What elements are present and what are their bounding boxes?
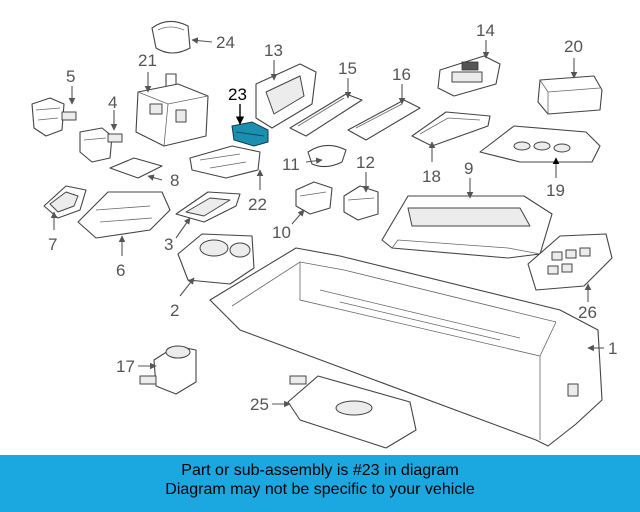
label-12: 12: [356, 153, 375, 172]
label-6: 6: [116, 261, 125, 280]
label-17: 17: [116, 357, 135, 376]
part-26: [527, 233, 613, 291]
part-5: [31, 97, 77, 137]
part-24-shift-knob: [151, 20, 191, 54]
part-9: [381, 195, 553, 259]
part-1-console-body: [209, 247, 603, 447]
part-14: [437, 55, 501, 97]
part-22: [189, 145, 261, 179]
part-25: [287, 375, 417, 449]
part-4: [79, 127, 123, 163]
info-banner: Part or sub-assembly is #23 in diagram D…: [0, 455, 640, 512]
banner-line-2: Diagram may not be specific to your vehi…: [165, 481, 475, 498]
part-6: [77, 191, 171, 239]
banner-line-1: Part or sub-assembly is #23 in diagram: [181, 462, 459, 479]
label-15: 15: [338, 59, 357, 78]
label-20: 20: [564, 37, 583, 56]
part-18: [411, 111, 491, 147]
part-23-highlighted: [231, 121, 269, 147]
part-21-shifter-assembly: [135, 73, 209, 147]
part-20: [537, 75, 603, 115]
label-23-highlighted: 23: [228, 85, 247, 104]
part-15: [289, 93, 363, 137]
leader-lines: [50, 37, 604, 408]
label-11: 11: [282, 155, 300, 174]
callout-labels: 24 21 5 4 13 15 16 14 20 18 19 23 22 11 …: [48, 21, 617, 414]
part-3: [175, 191, 241, 223]
label-8: 8: [170, 171, 179, 190]
part-19: [479, 125, 601, 163]
label-3: 3: [164, 235, 173, 254]
part-16: [347, 99, 421, 141]
label-10: 10: [272, 223, 291, 242]
part-17: [139, 345, 197, 395]
label-13: 13: [264, 41, 283, 60]
label-9: 9: [464, 159, 473, 178]
label-18: 18: [422, 167, 441, 186]
label-5: 5: [66, 67, 75, 86]
label-4: 4: [108, 93, 117, 112]
label-21: 21: [138, 51, 157, 70]
part-8: [109, 157, 163, 179]
part-2: [177, 233, 255, 285]
label-14: 14: [476, 21, 495, 40]
label-2: 2: [170, 301, 179, 320]
part-12: [343, 185, 379, 221]
label-26: 26: [578, 303, 597, 322]
label-24: 24: [216, 33, 235, 52]
part-7: [43, 185, 87, 219]
label-25: 25: [250, 395, 269, 414]
part-11: [307, 144, 347, 168]
part-10: [295, 181, 333, 215]
label-7: 7: [48, 235, 57, 254]
label-1: 1: [608, 339, 617, 358]
parts-diagram: 24 21 5 4 13 15 16 14 20 18 19 23 22 11 …: [31, 20, 617, 449]
label-22: 22: [248, 195, 267, 214]
label-19: 19: [546, 181, 565, 200]
label-16: 16: [392, 65, 411, 84]
